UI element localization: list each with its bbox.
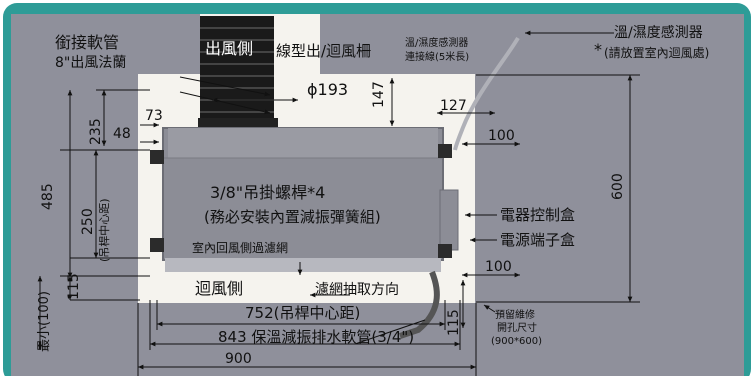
diameter-label: ϕ193 (307, 80, 348, 99)
rod-center-label: 752(吊桿中心距) (245, 304, 360, 322)
rod-label-line1: 3/8"吊掛螺桿*4 (210, 183, 325, 202)
flex-duct-label: 銜接軟管 (55, 33, 119, 52)
sensor-cable-label-2: 連接線(5米長) (405, 50, 469, 63)
filter-pull-label: 濾網抽取方向 (315, 282, 399, 298)
dim-48: 48 (113, 126, 131, 142)
dim-100-top: 100 (488, 128, 515, 144)
dim-147: 147 (371, 81, 387, 108)
sensor-note: (請放置室內迴風處) (604, 45, 709, 60)
linear-grille-label: 線型出/迴風柵 (276, 42, 371, 60)
dim-115-left: 115 (66, 273, 82, 300)
power-box-label: 電源端子盒 (500, 231, 575, 249)
return-filter-label: 室內回風側過濾網 (192, 240, 288, 255)
dim-127: 127 (440, 98, 467, 114)
controller-box-label: 電器控制盒 (500, 206, 575, 224)
service-label-1: 預留維修 (495, 308, 535, 321)
hanger-bracket (150, 144, 452, 258)
sensor-cable (453, 36, 520, 151)
sensor-note-mark: * (594, 40, 602, 59)
service-label-3: (900*600) (491, 336, 542, 347)
drain-hose (399, 270, 440, 339)
dim-235: 235 (88, 118, 104, 145)
dim-115-right: 115 (446, 309, 462, 336)
rod-vertical-label: (吊桿中心距) (97, 198, 111, 262)
dim-250: 250 (80, 208, 96, 235)
dimension-lines (37, 30, 640, 376)
flex-duct (198, 16, 278, 130)
flange-label: 8"出風法蘭 (55, 55, 126, 71)
sensor-cable-label-1: 溫/濕度感測器 (405, 36, 468, 49)
return-side-label: 迴風側 (195, 279, 243, 298)
fan-coil-unit (162, 127, 459, 272)
service-label-2: 開孔尺寸 (497, 321, 537, 334)
dim-100-bottom: 100 (485, 259, 512, 275)
outlet-side-label: 出風側 (205, 39, 253, 58)
min-100-label: 最小(100) (37, 291, 52, 352)
drain-hose-label: 843 保溫減振排水軟管(3/4") (218, 328, 414, 346)
dim-73: 73 (145, 108, 163, 124)
rod-label-line2: (務必安裝內置減振彈簧組) (204, 208, 381, 226)
sensor-title: 溫/濕度感測器 (614, 24, 703, 41)
width-900-label: 900 (225, 351, 252, 367)
dim-485: 485 (40, 183, 56, 210)
dim-600: 600 (610, 173, 626, 200)
